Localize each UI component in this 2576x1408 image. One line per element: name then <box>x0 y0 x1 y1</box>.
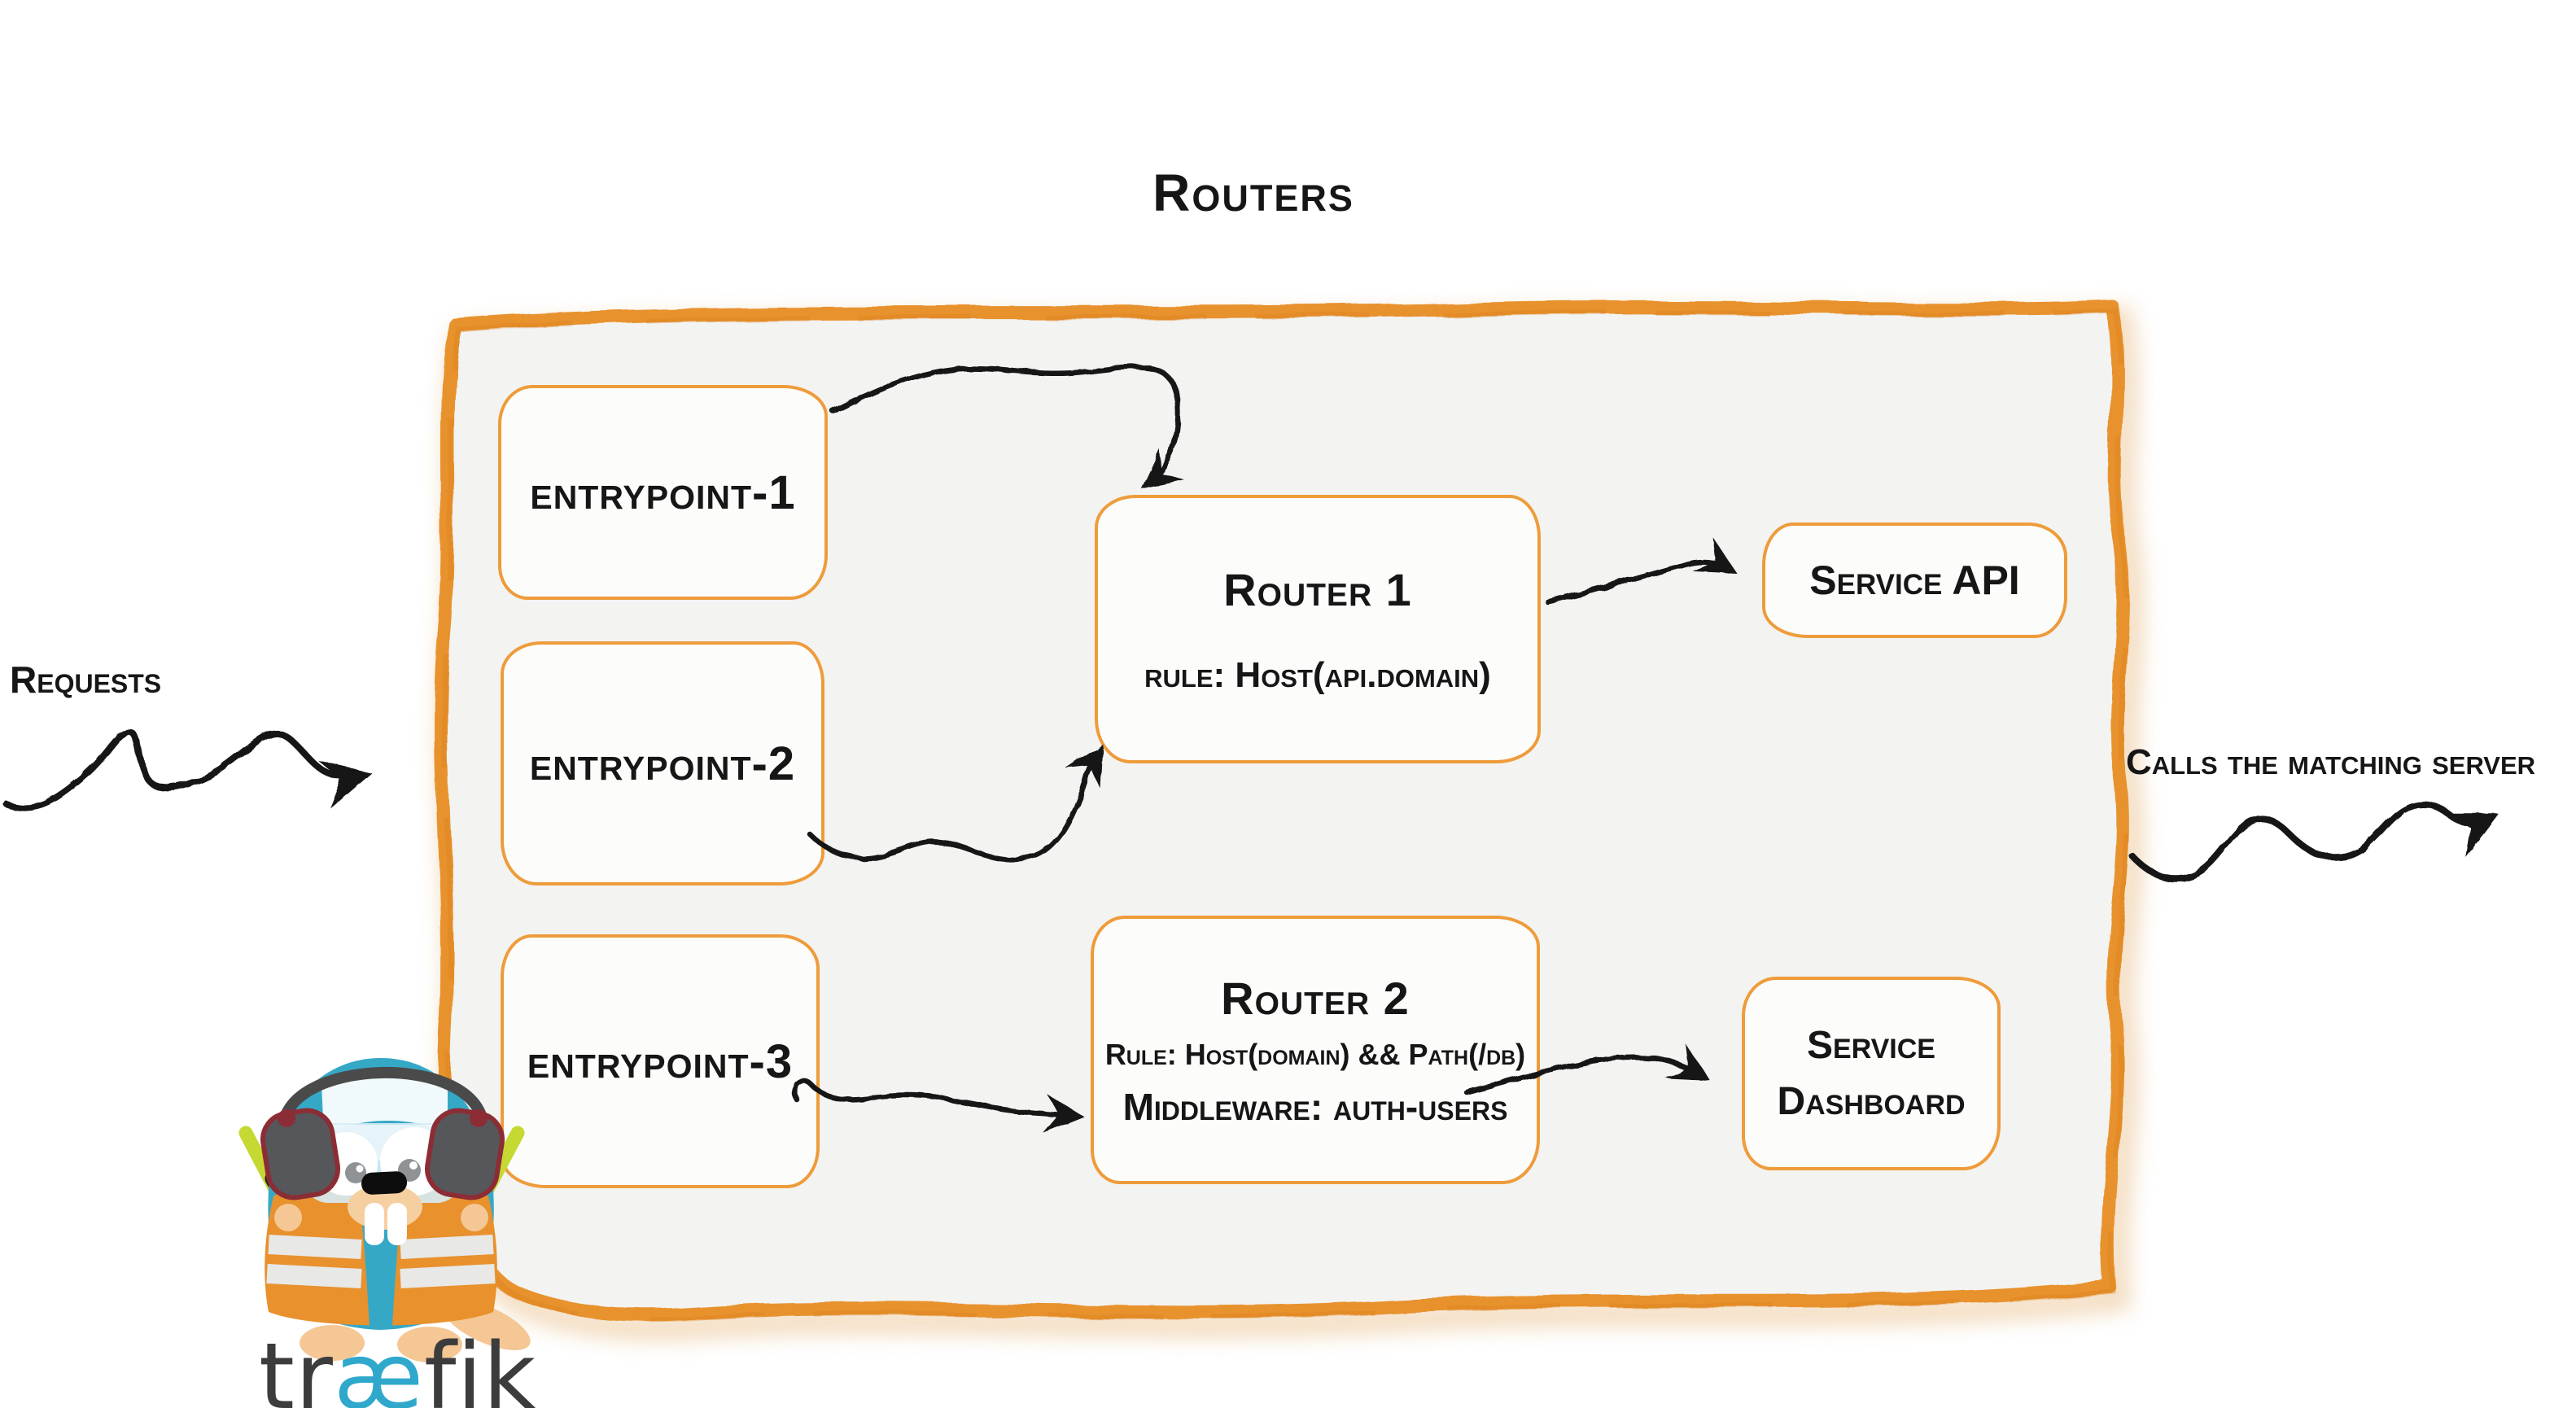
gopher-hand-left <box>274 1204 302 1231</box>
router-1-title: Router 1 <box>1223 563 1412 615</box>
goggles-glass-highlight <box>306 1125 459 1161</box>
headphone-cup-left <box>260 1108 340 1200</box>
router-2-title: Router 2 <box>1221 972 1410 1024</box>
vest-stripe-left-top <box>268 1235 362 1259</box>
vest-stripe-right-bottom <box>400 1263 496 1289</box>
gopher-pupil-glint-right <box>409 1161 418 1170</box>
entrypoint-2-node: entrypoint-2 <box>501 641 824 885</box>
entrypoint3-to-router2-arrow <box>792 1078 1085 1134</box>
service-api-node: Service API <box>1762 523 2067 638</box>
router-2-node: Router 2 Rule: Host(domain) && Path(/db)… <box>1091 916 1540 1184</box>
gopher-muzzle <box>348 1184 422 1230</box>
requests-label: Requests <box>10 658 162 701</box>
service-dashboard-label-line2: Dashboard <box>1777 1080 1966 1123</box>
entrypoint-1-label: entrypoint-1 <box>530 466 796 519</box>
headphone-hinge-right <box>470 1109 488 1127</box>
traefik-wordmark: træfik <box>259 1331 536 1408</box>
goggles-glass <box>303 1123 462 1203</box>
headphone-hinge-left <box>278 1109 295 1127</box>
page-title: Routers <box>1152 164 1354 222</box>
service-dashboard-label-line1: Service <box>1807 1024 1935 1067</box>
gopher-eye-left <box>314 1132 378 1196</box>
gopher-tooth-left <box>365 1203 384 1245</box>
entrypoint-3-label: entrypoint-3 <box>527 1034 794 1088</box>
gopher-hand-right <box>461 1204 488 1231</box>
marshalling-stick-left <box>238 1126 291 1213</box>
entrypoint-2-label: entrypoint-2 <box>529 737 796 790</box>
gopher-tooth-right <box>387 1203 407 1245</box>
gopher-pupil-glint-left <box>356 1165 364 1173</box>
entrypoint1-to-router1-arrow <box>830 364 1184 489</box>
wordmark-part-tr: tr <box>259 1324 334 1408</box>
router-1-node: Router 1 rule: Host(api.domain) <box>1095 495 1541 763</box>
wordmark-part-ae: æ <box>333 1324 424 1408</box>
gopher-vest-opening <box>358 1182 404 1327</box>
goggle-strap <box>321 1067 448 1136</box>
entrypoint-1-node: entrypoint-1 <box>498 385 828 600</box>
calls-the-matching-server-label: Calls the matching server <box>2126 742 2536 782</box>
router-2-middleware: Middleware: auth-users <box>1122 1085 1508 1128</box>
headphones-band <box>277 1067 489 1139</box>
gopher-pupil-right <box>398 1159 421 1182</box>
router-2-rule: Rule: Host(domain) && Path(/db) <box>1104 1037 1526 1071</box>
wordmark-part-fik: fik <box>423 1324 537 1408</box>
gopher-eye-right <box>380 1127 448 1196</box>
gopher-nose <box>361 1171 408 1195</box>
gopher-pupil-left <box>345 1162 366 1183</box>
vest-stripe-left-bottom <box>266 1263 362 1289</box>
entrypoint2-to-router1-arrow <box>806 743 1103 863</box>
router-1-rule: rule: Host(api.domain) <box>1144 654 1491 695</box>
calls-matching-server-arrow <box>2128 801 2499 882</box>
vest-stripe-right-top <box>400 1235 494 1259</box>
service-api-label: Service API <box>1809 558 2020 603</box>
stick-handle-left <box>265 1170 302 1227</box>
entrypoint-3-node: entrypoint-3 <box>501 934 820 1188</box>
requests-arrow <box>3 728 372 811</box>
stick-handle-right <box>461 1170 498 1227</box>
service-dashboard-node: Service Dashboard <box>1742 977 2001 1170</box>
gopher-body <box>268 1058 494 1330</box>
router1-to-service-api-arrow <box>1545 536 1738 606</box>
gopher-safety-vest <box>265 1177 497 1326</box>
headphone-cup-right <box>425 1108 505 1200</box>
traefik-gopher-logo <box>238 1058 531 1362</box>
